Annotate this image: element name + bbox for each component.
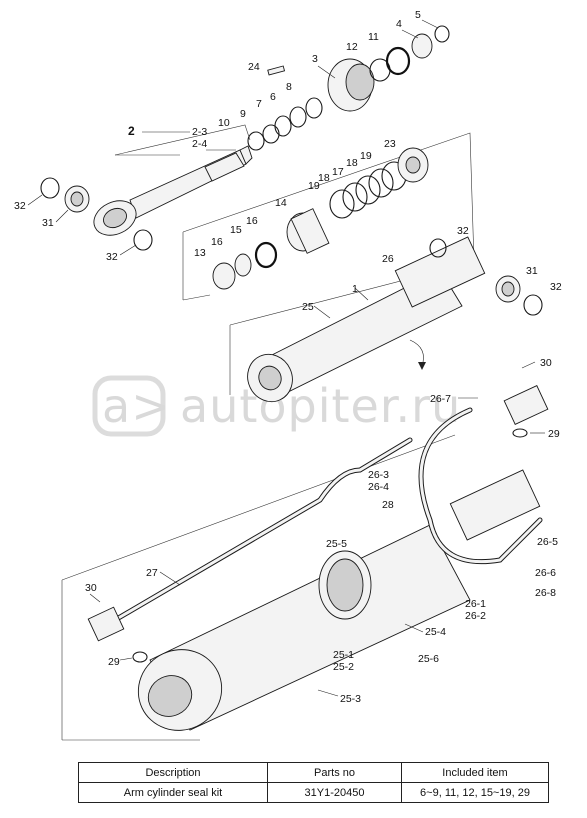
callout-25: 25	[302, 301, 314, 313]
callout-15: 15	[230, 224, 242, 236]
callout-16-left: 16	[211, 236, 223, 248]
watermark: a> autopiter.ru	[92, 375, 461, 437]
rod-seals	[247, 25, 450, 151]
callout-8: 8	[286, 81, 292, 93]
callout-2-3: 2-3	[192, 126, 207, 138]
callout-26: 26	[382, 253, 394, 265]
callout-26-8: 26-8	[535, 587, 556, 599]
piston-rod	[93, 145, 253, 236]
callout-2: 2	[128, 124, 135, 138]
callout-32-right: 32	[550, 281, 562, 293]
callout-10: 10	[218, 117, 230, 129]
rod-eye-bushing	[40, 177, 153, 251]
callout-19-left: 19	[308, 180, 320, 192]
callout-26-5: 26-5	[537, 536, 558, 548]
callout-26-4: 26-4	[368, 481, 389, 493]
watermark-text: autopiter.ru	[180, 379, 461, 433]
callout-25-4: 25-4	[425, 626, 446, 638]
callout-25-6: 25-6	[418, 653, 439, 665]
callout-6: 6	[270, 91, 276, 103]
callout-11: 11	[368, 31, 379, 43]
callout-27: 27	[146, 567, 158, 579]
callout-24: 24	[248, 61, 260, 73]
callout-18-left: 18	[318, 172, 330, 184]
cell-description: Arm cylinder seal kit	[78, 782, 268, 803]
cylinder-tube-lower	[137, 469, 541, 731]
callout-9: 9	[240, 108, 246, 120]
callout-26-1: 26-1	[465, 598, 486, 610]
callout-labels: 2 2-3 2-4 3 4 5 6 7 8 9 10 11 12 24 32 3…	[14, 9, 562, 705]
table-header-row: Description Parts no Included item	[78, 762, 549, 783]
callout-25-5: 25-5	[326, 538, 347, 550]
assembly-frames	[61, 124, 475, 741]
column-header-included-item: Included item	[401, 762, 549, 783]
callout-16-right: 16	[246, 215, 258, 227]
callout-30-top: 30	[540, 357, 552, 369]
exploded-parts-diagram: a> autopiter.ru	[14, 9, 562, 741]
callout-30-bottom: 30	[85, 582, 97, 594]
callout-1: 1	[352, 283, 358, 295]
callout-25-2: 25-2	[333, 661, 354, 673]
callout-26-2: 26-2	[465, 610, 486, 622]
watermark-badge: a>	[102, 379, 171, 433]
callout-13: 13	[194, 247, 206, 259]
callout-12: 12	[346, 41, 358, 53]
callout-19-right: 19	[360, 150, 372, 162]
callout-32-rod-eye: 32	[106, 251, 118, 263]
callout-29-top: 29	[548, 428, 560, 440]
callout-31-left: 31	[42, 217, 54, 229]
hydraulic-pipes	[87, 385, 549, 663]
callout-18-right: 18	[346, 157, 358, 169]
callout-26-3: 26-3	[368, 469, 389, 481]
callout-32-tube: 32	[457, 225, 469, 237]
cell-included-item: 6~9, 11, 12, 15~19, 29	[401, 782, 549, 803]
callout-26-7: 26-7	[430, 393, 451, 405]
column-header-parts-no: Parts no	[267, 762, 402, 783]
callout-25-1: 25-1	[333, 649, 354, 661]
rod-cover	[267, 58, 375, 112]
cell-parts-no: 31Y1-20450	[267, 782, 402, 803]
table-row: Arm cylinder seal kit 31Y1-20450 6~9, 11…	[78, 782, 549, 803]
callout-14: 14	[275, 197, 287, 209]
callout-25-3: 25-3	[340, 693, 361, 705]
callout-28: 28	[382, 499, 394, 511]
callout-5: 5	[415, 9, 421, 21]
piston-assembly	[212, 147, 429, 290]
callout-3: 3	[312, 53, 318, 65]
callout-7: 7	[256, 98, 262, 110]
seal-kit-table: Description Parts no Included item Arm c…	[78, 762, 549, 803]
cylinder-tube-upper	[247, 236, 543, 403]
column-header-description: Description	[78, 762, 268, 783]
callout-2-4: 2-4	[192, 138, 207, 150]
callout-4: 4	[396, 18, 402, 30]
callout-17: 17	[332, 166, 344, 178]
callout-23: 23	[384, 138, 396, 150]
callout-29-bottom: 29	[108, 656, 120, 668]
callout-31-right: 31	[526, 265, 538, 277]
leader-lines	[27, 19, 545, 697]
callout-26-6: 26-6	[535, 567, 556, 579]
callout-32-top-left: 32	[14, 200, 26, 212]
